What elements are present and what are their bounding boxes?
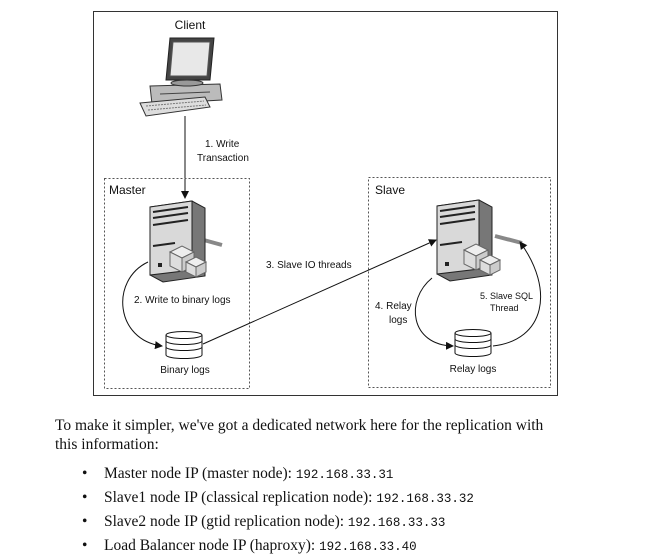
- slave-sql-thread-label-line1: 5. Slave SQL: [480, 291, 533, 301]
- bullet-ip: 192.168.33.32: [376, 492, 474, 506]
- intro-paragraph: To make it simpler, we've got a dedicate…: [55, 416, 615, 454]
- bullet-label: Slave1 node IP (classical replication no…: [104, 489, 377, 506]
- master-server-icon: [149, 200, 223, 283]
- write-binlog-label: 2. Write to binary logs: [134, 295, 231, 306]
- slave-sql-thread-arrow: [492, 241, 542, 347]
- relay-logs-label-line2: logs: [389, 315, 407, 326]
- binary-logs-label: Binary logs: [160, 365, 209, 376]
- bullet-icon: •: [82, 465, 88, 482]
- slave-io-threads-arrow: [202, 239, 437, 345]
- bullet-icon: •: [82, 513, 88, 530]
- list-item-slave1: • Slave1 node IP (classical replication n…: [80, 486, 474, 510]
- replication-diagram: Client 1. Write Transaction Master 2. Wr…: [93, 11, 558, 396]
- list-item-master: • Master node IP (master node): 192.168.3…: [80, 462, 474, 486]
- relay-logs-db-label: Relay logs: [450, 364, 497, 375]
- relay-logs-db-icon: [454, 329, 492, 357]
- diagram-border: [93, 11, 558, 396]
- node-ip-list: • Master node IP (master node): 192.168.3…: [80, 462, 474, 558]
- list-item-slave2: • Slave2 node IP (gtid replication node):…: [80, 510, 474, 534]
- slave-sql-thread-label-line2: Thread: [490, 303, 519, 313]
- write-transaction-label-line1: 1. Write: [205, 139, 240, 150]
- slave-server-icon: [436, 199, 523, 282]
- bullet-label: Master node IP (master node):: [104, 465, 296, 482]
- write-binlog-arrow: [122, 261, 163, 350]
- write-transaction-label-line2: Transaction: [197, 153, 249, 164]
- relay-logs-label-line1: 4. Relay: [375, 301, 412, 312]
- master-box: [104, 178, 250, 389]
- bullet-ip: 192.168.33.40: [319, 540, 417, 554]
- intro-line-1: To make it simpler, we've got a dedicate…: [55, 417, 544, 434]
- bullet-label: Load Balancer node IP (haproxy):: [104, 537, 320, 554]
- bullet-icon: •: [82, 537, 88, 554]
- intro-line-2: this information:: [55, 436, 159, 453]
- bullet-ip: 192.168.33.31: [295, 468, 394, 482]
- client-label: Client: [175, 18, 206, 32]
- slave-label: Slave: [375, 183, 405, 197]
- master-label: Master: [109, 183, 146, 197]
- relay-logs-arrow: [414, 277, 454, 350]
- bullet-label: Slave2 node IP (gtid replication node):: [104, 513, 348, 530]
- slave-io-threads-label: 3. Slave IO threads: [266, 260, 352, 271]
- binary-logs-db-icon: [165, 331, 203, 359]
- bullet-ip: 192.168.33.33: [347, 516, 446, 530]
- list-item-load-balancer: • Load Balancer node IP (haproxy): 192.16…: [80, 534, 474, 558]
- client-computer-icon: [139, 37, 223, 117]
- bullet-icon: •: [82, 489, 88, 506]
